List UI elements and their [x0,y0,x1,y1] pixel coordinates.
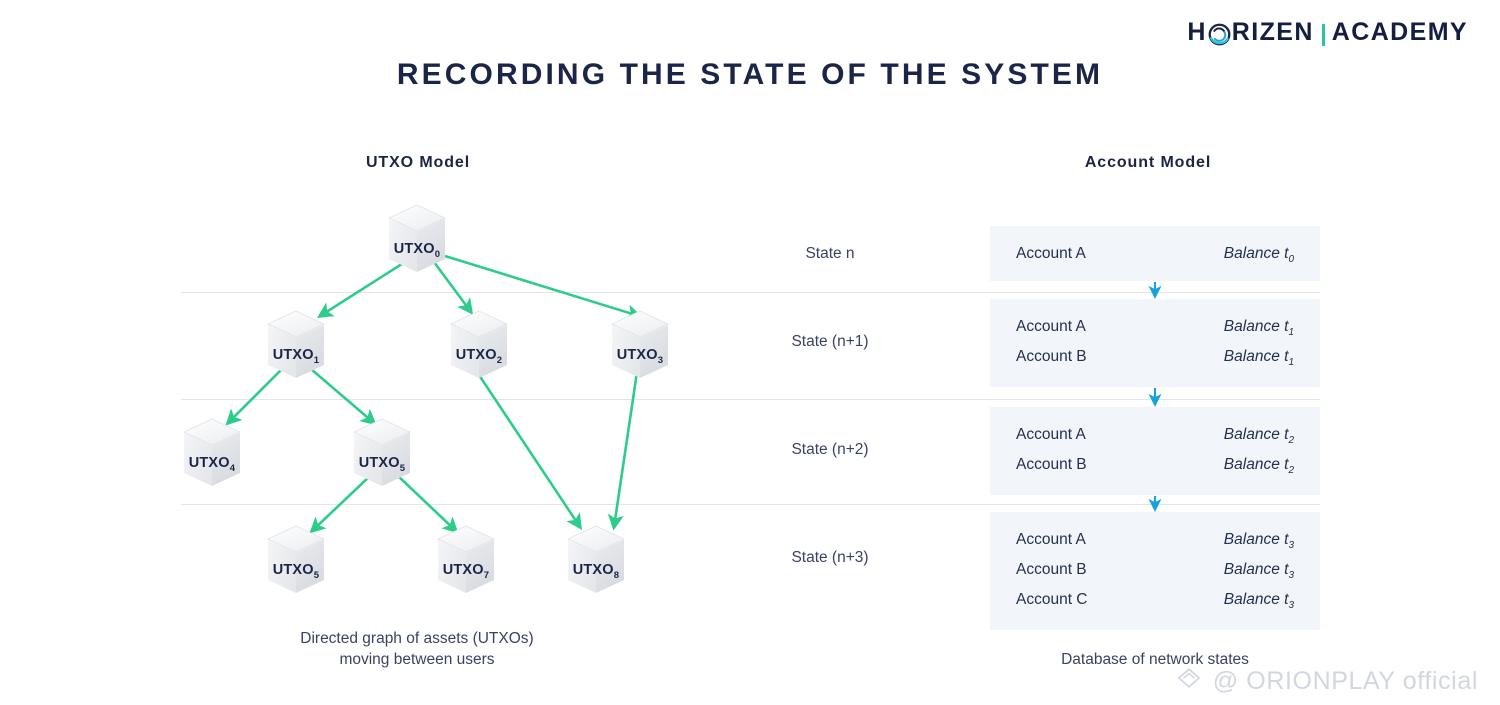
state-label-n2: State (n+2) [791,441,869,458]
logo-separator [1321,23,1325,46]
utxo-node-label: UTXO5 [272,562,320,581]
utxo-node-label: UTXO5 [358,455,406,474]
utxo-node-label: UTXO1 [272,347,320,366]
utxo-node-label: UTXO8 [572,562,620,581]
account-balance: Balance t2 [1223,456,1294,477]
account-balance: Balance t3 [1223,591,1294,612]
state-label-n3: State (n+3) [791,549,869,566]
page-title: RECORDING THE STATE OF THE SYSTEM [396,58,1104,91]
utxo-caption-line1: Directed graph of assets (UTXOs) [300,630,534,647]
state-divider-2 [181,399,1320,400]
logo-word-academy: ACADEMY [1331,18,1468,46]
utxo-node-0: UTXO0 [385,203,449,275]
account-card-1: Account A Balance t1 Account B Balance t1 [990,299,1320,387]
account-balance: Balance t2 [1223,426,1294,447]
state-label-n1: State (n+1) [791,333,869,350]
watermark: @ ORIONPLAY official [1174,666,1478,697]
account-row: Account C Balance t3 [1016,586,1294,616]
diamond-icon [1174,666,1204,697]
utxo-node-8: UTXO8 [564,524,628,596]
account-card-2: Account A Balance t2 Account B Balance t2 [990,407,1320,495]
utxo-node-label: UTXO4 [188,455,236,474]
account-name: Account B [1016,561,1087,579]
account-row: Account A Balance t2 [1016,421,1294,451]
account-name: Account B [1016,456,1087,474]
account-row: Account B Balance t1 [1016,343,1294,373]
state-label-n: State n [805,245,855,262]
account-name: Account A [1016,318,1086,335]
account-name: Account A [1016,531,1086,548]
account-caption: Database of network states [1061,651,1249,668]
state-divider-3 [181,504,1320,505]
utxo-node-5: UTXO5 [350,417,414,489]
utxo-caption: Directed graph of assets (UTXOs) moving … [217,628,617,670]
state-divider-1 [181,292,1320,293]
utxo-caption-line2: moving between users [339,651,495,668]
utxo-node-label: UTXO2 [455,347,503,366]
account-row: Account A Balance t0 [1016,240,1294,270]
utxo-node-4: UTXO4 [180,417,244,489]
utxo-node-label: UTXO7 [442,562,490,581]
account-row: Account A Balance t1 [1016,313,1294,343]
logo-word-h: H [1187,18,1207,46]
account-name: Account A [1016,245,1086,262]
account-row: Account A Balance t3 [1016,526,1294,556]
utxo-node-7: UTXO7 [434,524,498,596]
utxo-node-1: UTXO1 [264,309,328,381]
account-balance: Balance t1 [1223,318,1294,339]
account-balance: Balance t3 [1223,531,1294,552]
account-model-heading: Account Model [1084,154,1212,171]
account-name: Account B [1016,348,1087,366]
logo-word-orizen: RIZEN [1231,18,1314,46]
horizen-globe-icon [1208,23,1231,46]
horizen-academy-logo: H RIZEN ACADEMY [1187,18,1468,46]
utxo-node-label: UTXO0 [393,241,441,260]
utxo-node-2: UTXO2 [447,309,511,381]
utxo-model-heading: UTXO Model [365,154,471,171]
account-name: Account A [1016,426,1086,443]
utxo-node-3: UTXO3 [608,309,672,381]
account-row: Account B Balance t2 [1016,451,1294,481]
utxo-node-label: UTXO3 [616,347,664,366]
account-row: Account B Balance t3 [1016,556,1294,586]
watermark-text: @ ORIONPLAY official [1212,667,1478,695]
account-name: Account C [1016,591,1088,609]
account-balance: Balance t3 [1223,561,1294,582]
utxo-node-5: UTXO5 [264,524,328,596]
account-card-0: Account A Balance t0 [990,226,1320,281]
account-balance: Balance t1 [1223,348,1294,369]
account-balance: Balance t0 [1223,245,1294,266]
